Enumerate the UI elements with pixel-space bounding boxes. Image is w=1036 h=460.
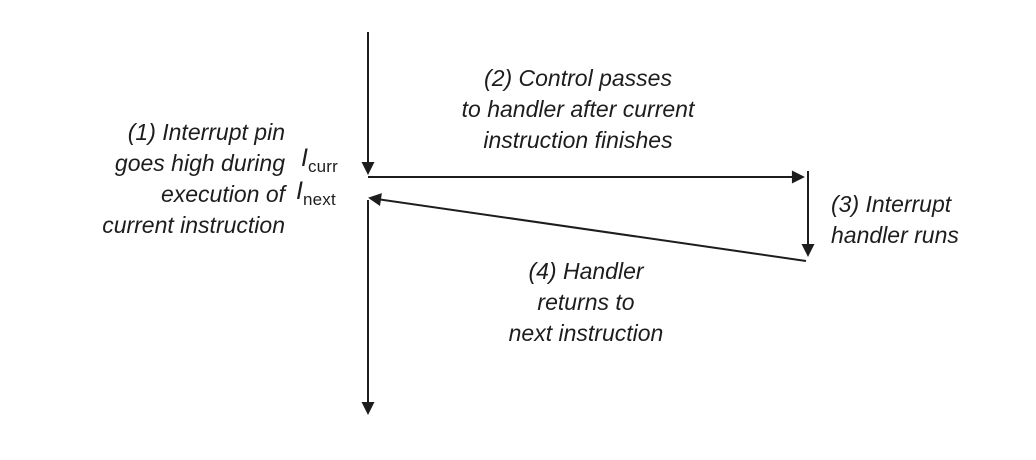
annotation-step1: (1) Interrupt pin goes high during execu… (102, 117, 285, 241)
i-curr-symbol: I (301, 144, 308, 172)
label-i-next: Inext (296, 176, 336, 210)
annotation-step4: (4) Handler returns to next instruction (436, 256, 736, 349)
annotation-step4-line: next instruction (508, 320, 664, 346)
annotation-step2-line: (2) Control passes (484, 65, 672, 91)
i-next-subscript: next (302, 190, 336, 209)
annotation-step2: (2) Control passes to handler after curr… (428, 63, 728, 156)
annotation-step4-line: returns to (537, 289, 635, 315)
annotation-step3-line: handler runs (831, 222, 959, 248)
annotation-step1-line: (1) Interrupt pin (127, 119, 285, 145)
annotation-step1-line: goes high during (114, 150, 285, 176)
annotation-step2-line: instruction finishes (483, 127, 673, 153)
label-i-curr: Icurr (301, 143, 338, 177)
annotation-step4-line: (4) Handler (528, 258, 644, 284)
annotation-step2-line: to handler after current (461, 96, 695, 122)
i-next-symbol: I (296, 177, 303, 205)
annotation-step3-line: (3) Interrupt (831, 191, 952, 217)
annotation-step1-line: current instruction (102, 212, 285, 238)
i-curr-subscript: curr (307, 157, 339, 176)
annotation-step3: (3) Interrupt handler runs (831, 189, 959, 251)
handler-return-arrow (368, 193, 807, 262)
annotation-step1-line: execution of (160, 181, 285, 207)
